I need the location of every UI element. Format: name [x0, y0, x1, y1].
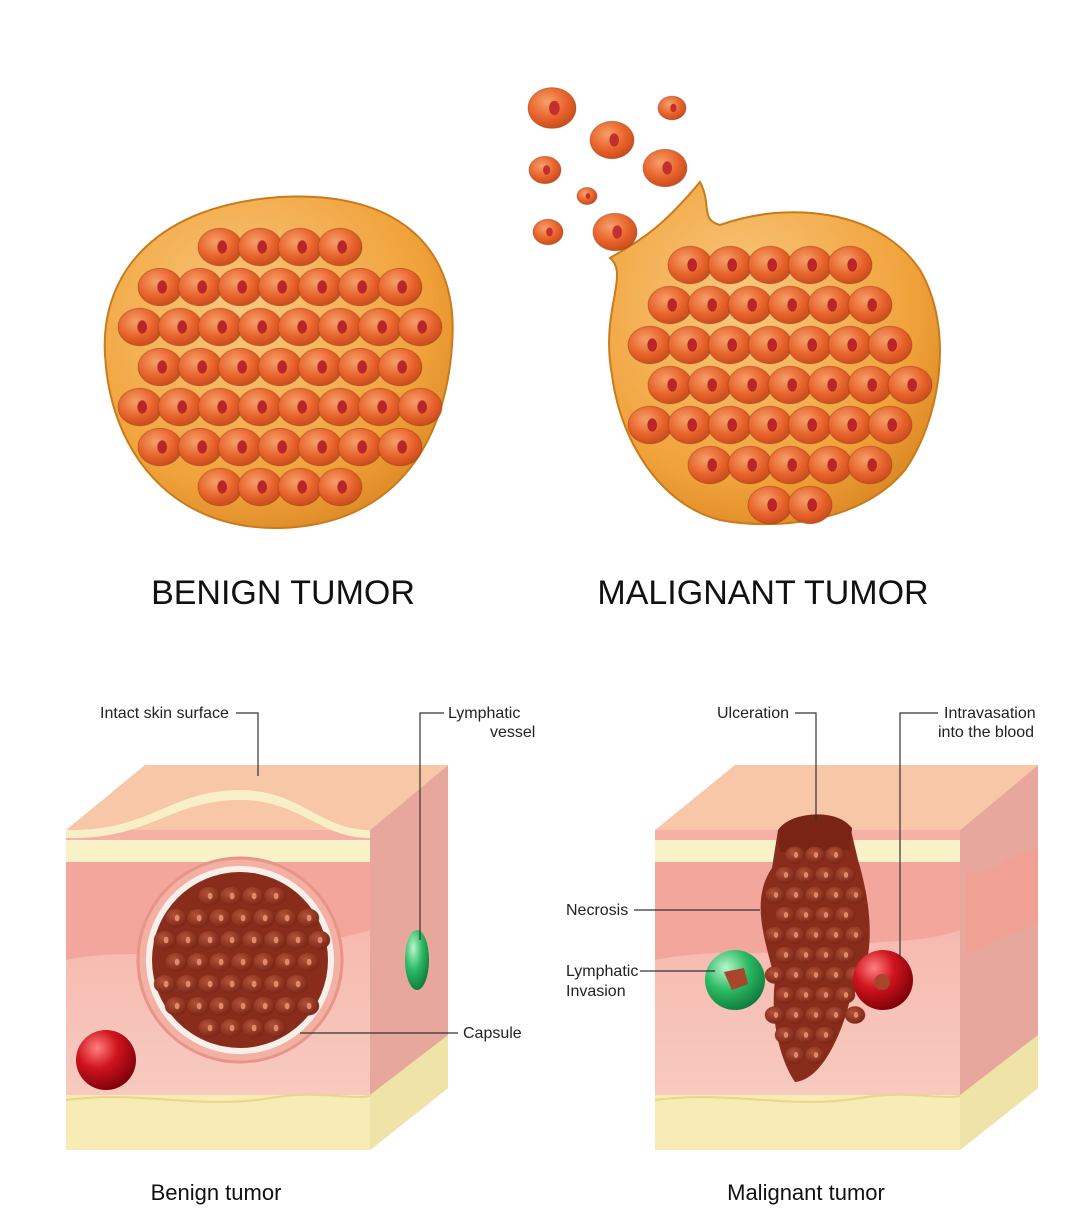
ulceration-cap	[778, 814, 852, 852]
malignant-skin-block	[654, 765, 1038, 1150]
callout-lymphatic-invasion-line2: Invasion	[566, 983, 626, 1000]
malignant-tumor-title: MALIGNANT TUMOR	[597, 574, 928, 612]
callout-intravasation-line1: Intravasation	[944, 705, 1036, 722]
benign-cell-cluster	[117, 227, 443, 507]
callout-capsule: Capsule	[463, 1025, 522, 1042]
callout-intravasation-line2: into the blood	[938, 724, 1034, 741]
callout-intact-skin: Intact skin surface	[100, 705, 229, 722]
callout-lymphatic-vessel-line1: Lymphatic	[448, 705, 520, 722]
benign-tumor-cells	[153, 886, 331, 1038]
escaping-cells	[527, 87, 688, 252]
blood-vessel-benign	[76, 1030, 136, 1090]
callout-lymphatic-invasion-line1: Lymphatic	[566, 963, 638, 980]
malignant-tumor-cells	[764, 846, 866, 1064]
malignant-cell-cluster	[627, 245, 933, 525]
malignant-tumor-illustration	[527, 87, 941, 526]
benign-tumor-title: BENIGN TUMOR	[151, 574, 415, 612]
lymphatic-vessel-benign	[405, 930, 429, 990]
benign-callouts: Intact skin surface Lymphatic vessel Cap…	[100, 705, 535, 1042]
benign-skin-block	[65, 765, 448, 1150]
benign-tumor-illustration	[103, 195, 454, 530]
benign-tumor-caption: Benign tumor	[151, 1180, 282, 1205]
callout-lymphatic-vessel-line2: vessel	[490, 724, 535, 741]
malignant-tumor-caption: Malignant tumor	[727, 1180, 885, 1205]
callout-ulceration: Ulceration	[717, 705, 789, 722]
callout-necrosis: Necrosis	[566, 902, 628, 919]
malignant-callouts: Ulceration Intravasation into the blood …	[566, 705, 1036, 1000]
